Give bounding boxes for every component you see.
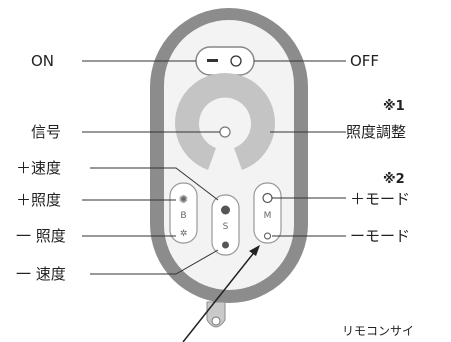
power-switch[interactable] <box>195 46 255 76</box>
leader-speed-down <box>90 249 219 275</box>
brightness-wheel[interactable] <box>174 72 275 170</box>
sun-bright-icon: ✺ <box>179 193 188 206</box>
signal-indicator <box>219 126 231 138</box>
label-note1-text: 照度調整 <box>346 123 406 141</box>
label-on: ON <box>31 52 54 70</box>
label-mode-down: ーモード <box>350 227 410 245</box>
lanyard-loop <box>206 301 226 328</box>
mode-down-icon <box>264 232 271 240</box>
footer-caption: リモコンサイ <box>342 324 414 338</box>
brightness-button[interactable]: ✺ B ✲ <box>169 182 198 244</box>
mode-key-label: M <box>264 211 272 221</box>
speed-button[interactable]: S <box>211 194 240 256</box>
speed-down-icon <box>222 241 229 249</box>
label-note2-mark: ※2 <box>383 172 405 187</box>
speed-key-label: S <box>223 222 229 232</box>
speed-up-icon <box>221 205 230 215</box>
label-note1-mark: ※1 <box>383 99 405 114</box>
label-off: OFF <box>350 52 379 70</box>
mode-button[interactable]: M <box>253 182 282 244</box>
leader-speed-up <box>90 167 219 201</box>
label-mode-up: ＋モード <box>350 190 410 208</box>
sun-dim-icon: ✲ <box>180 229 188 239</box>
label-signal: 信号 <box>31 123 61 141</box>
pointer-arrow <box>182 245 260 342</box>
label-speed-up: ＋速度 <box>16 159 61 177</box>
label-brightness-down: 一 照度 <box>16 227 66 245</box>
brightness-key-label: B <box>180 211 186 221</box>
label-brightness-up: ＋照度 <box>16 191 61 209</box>
on-position-icon <box>207 59 218 62</box>
off-position-icon <box>230 55 242 67</box>
mode-up-icon <box>262 192 273 204</box>
label-speed-down: 一 速度 <box>16 265 66 283</box>
